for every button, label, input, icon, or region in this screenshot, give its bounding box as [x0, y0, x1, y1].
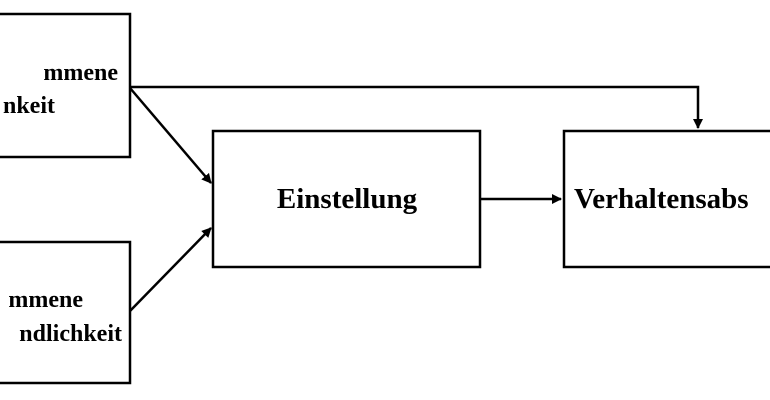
node-center-box	[211, 129, 482, 269]
node-top-left-line-1: mmene	[43, 60, 118, 86]
arrow-top-left-to-center	[129, 87, 212, 184]
node-center: Einstellung	[211, 129, 482, 269]
node-bottom-left-line-2: ndlichkeit	[19, 321, 122, 347]
node-bottom-left-line-1: mmene	[8, 287, 83, 313]
arrow-bottom-left-to-center	[129, 227, 212, 312]
node-center-label: Einstellung	[277, 183, 418, 215]
node-right-label: Verhaltensabs	[574, 183, 749, 215]
node-bottom-left: mmene ndlichkeit	[0, 240, 132, 385]
node-bottom-left-box	[0, 240, 132, 385]
node-top-left-box	[0, 12, 132, 159]
node-top-left: mmene nkeit	[0, 12, 132, 159]
node-top-left-line-2: nkeit	[3, 93, 55, 119]
node-right-box	[562, 129, 770, 269]
arrow-top-left-to-right	[130, 85, 703, 129]
node-right: Verhaltensabs	[562, 129, 770, 269]
